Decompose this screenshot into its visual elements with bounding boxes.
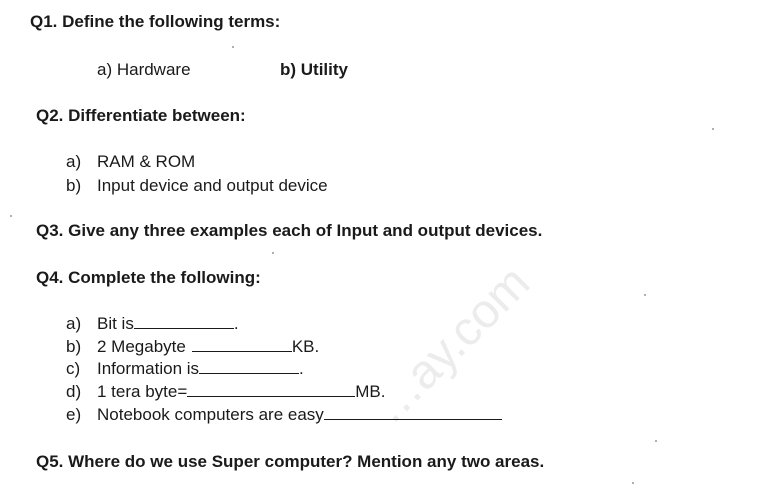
item-suffix: . [299,359,304,378]
answer-blank[interactable] [199,359,300,374]
item-suffix: . [233,314,239,333]
question-2-item-b: b) Input device and output device [66,176,328,196]
item-text: RAM & ROM [97,152,196,171]
question-4-item-e: e) Notebook computers are easy [66,405,502,425]
item-label: c) [66,359,81,378]
scan-speck [272,252,274,254]
item-text: 1 tera byte= [97,382,188,401]
item-text: Information is [97,359,200,378]
scan-speck [632,482,634,484]
question-4-item-c: c) Information is. [66,359,304,379]
question-1-title: Q1. Define the following terms: [30,12,281,31]
answer-blank[interactable] [191,337,292,352]
item-label: a) [66,152,82,171]
question-4-title: Q4. Complete the following: [36,268,261,287]
answer-blank[interactable] [323,405,502,420]
answer-blank[interactable] [133,314,234,329]
item-label: b) [66,337,82,356]
item-suffix: KB. [291,337,320,356]
question-3-title: Q3. Give any three examples each of Inpu… [36,221,543,240]
item-text: 2 Megabyte [97,337,186,356]
scan-speck [655,440,657,442]
item-label: e) [66,405,82,424]
item-label: d) [66,382,82,401]
question-4-item-b: b) 2 Megabyte KB. [66,337,319,357]
question-1-term-b: b) Utility [280,60,348,79]
item-label: a) [66,314,82,333]
item-text: Notebook computers are easy [97,405,324,424]
item-text: Bit is [97,314,134,333]
scan-speck [644,294,646,296]
question-2-title: Q2. Differentiate between: [36,106,246,125]
item-text: Input device and output device [97,176,328,195]
scan-speck [712,128,714,130]
question-5-title: Q5. Where do we use Super computer? Ment… [36,452,545,471]
question-4-item-d: d) 1 tera byte= MB. [66,382,386,402]
scan-speck [10,215,12,217]
item-suffix: MB. [355,382,386,401]
question-4-item-a: a) Bit is. [66,314,239,334]
scan-speck [232,46,234,48]
item-label: b) [66,176,82,195]
question-2-item-a: a) RAM & ROM [66,152,195,172]
answer-blank[interactable] [187,382,356,397]
question-1-term-a: a) Hardware [97,60,191,79]
